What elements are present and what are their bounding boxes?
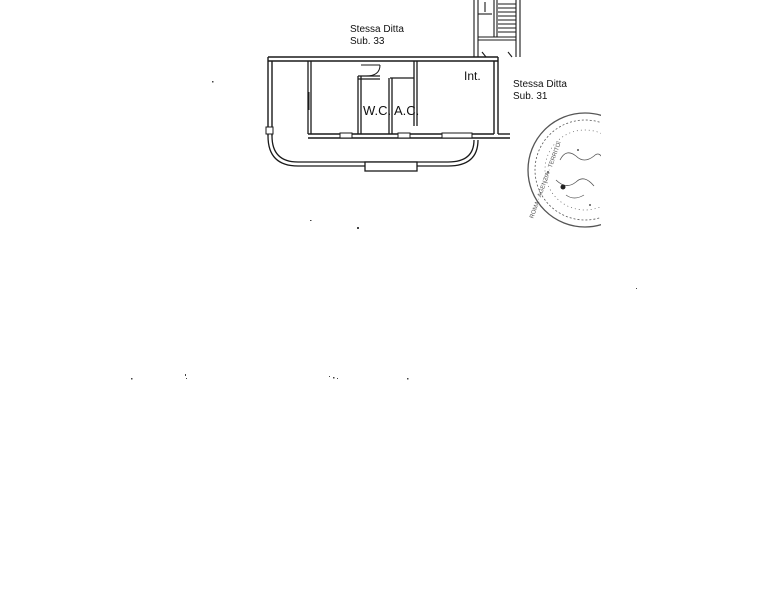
balcony-outline [267,135,479,172]
east-neighbour-sub: Sub. 31 [513,91,548,102]
room-label-ac: A.C. [394,103,420,118]
north-neighbour-owner: Stessa Ditta [350,24,404,35]
room-label-int: Int. [464,69,481,83]
stair-shaft [473,0,521,58]
door-swing [361,64,381,77]
window-marks [265,92,473,139]
north-neighbour-sub: Sub. 33 [350,36,385,47]
scan-specks [131,81,637,380]
room-label-wc: W.C. [363,103,392,118]
interior-walls [307,61,418,134]
east-neighbour-owner: Stessa Ditta [513,79,567,90]
stamp-text: ROMA · AGENZIA · TERRITORIO [529,132,566,220]
stamp-seal [527,112,601,228]
